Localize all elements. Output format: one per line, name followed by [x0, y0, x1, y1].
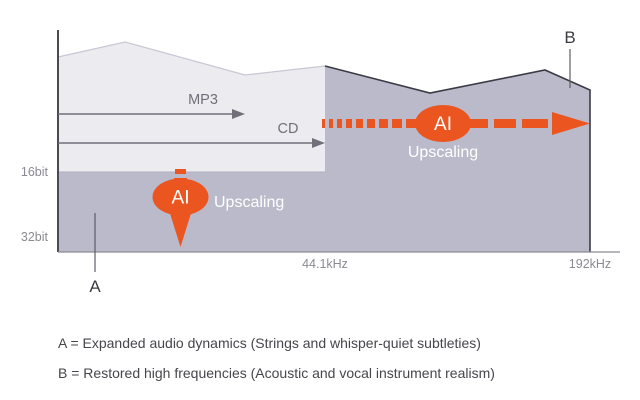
- x-tick-44khz: 44.1kHz: [302, 257, 348, 271]
- ai-horizontal-badge: [415, 105, 471, 142]
- callout-a-group: A: [89, 213, 101, 296]
- y-tick-16bit: 16bit: [21, 165, 49, 179]
- ai-vertical-badge-label: AI: [172, 188, 190, 209]
- cd-arrow-head: [312, 138, 325, 148]
- ai-horizontal-upscaling-label: Upscaling: [408, 144, 478, 161]
- mp3-arrow-group: MP3: [58, 92, 245, 119]
- light-audio-region: [58, 42, 325, 172]
- x-tick-192khz: 192kHz: [569, 257, 611, 271]
- legend-item-b: B = Restored high frequencies (Acoustic …: [58, 365, 495, 381]
- ai-horizontal-dashes-right: [466, 119, 548, 128]
- ai-vertical-arrow-group: AI Upscaling: [152, 169, 284, 247]
- cd-label: CD: [278, 121, 299, 137]
- ai-vertical-badge: [152, 178, 209, 216]
- ai-vertical-arrow-head: [168, 207, 193, 247]
- ai-vertical-stub: [175, 169, 186, 174]
- dark-region-envelope: [324, 65, 591, 252]
- legend-item-a: A = Expanded audio dynamics (Strings and…: [58, 335, 481, 351]
- ai-horizontal-arrow-group: AI Upscaling: [322, 105, 590, 161]
- mp3-label: MP3: [188, 92, 218, 108]
- ai-horizontal-badge-label: AI: [434, 114, 452, 135]
- cd-arrow-group: CD: [58, 121, 325, 148]
- ai-vertical-upscaling-label: Upscaling: [214, 194, 284, 211]
- mp3-arrow-head: [232, 109, 245, 119]
- ai-horizontal-dashes-left: [322, 119, 416, 128]
- callout-b-group: B: [564, 28, 576, 88]
- callout-b-letter: B: [564, 28, 575, 47]
- light-region-envelope: [57, 41, 326, 76]
- ai-horizontal-arrow-head: [552, 112, 590, 135]
- callout-a-letter: A: [89, 277, 101, 296]
- y-tick-32bit: 32bit: [21, 230, 49, 244]
